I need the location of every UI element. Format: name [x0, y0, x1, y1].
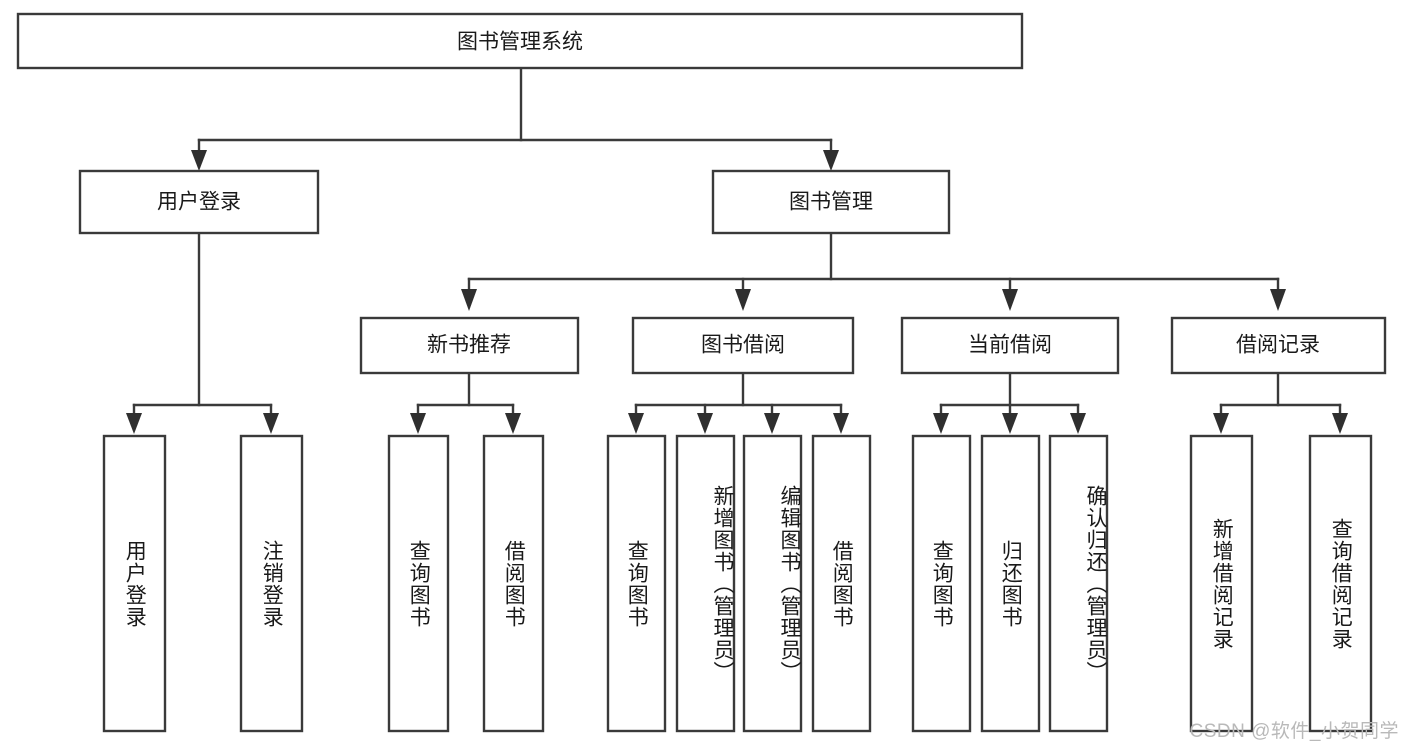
node-book-borrow-box[interactable]	[631, 316, 855, 375]
node-new-book-recommend-label: 新书推荐	[427, 334, 511, 357]
connector-current-to-leaves	[933, 371, 1086, 434]
leaf-box-query-book-current[interactable]	[911, 434, 972, 733]
node-book-management-label: 图书管理	[789, 191, 873, 214]
node-user-login-label: 用户登录	[157, 191, 241, 214]
node-new-book-recommend-box[interactable]	[359, 316, 580, 375]
leaf-box-borrow-book[interactable]	[811, 434, 872, 733]
node-book-borrow-label: 图书借阅	[701, 334, 785, 357]
connector-record-to-leaves	[1213, 371, 1348, 434]
leaf-box-query-borrow-record[interactable]	[1308, 434, 1373, 733]
watermark-text: CSDN @软件_小贺同学	[1189, 721, 1399, 742]
leaf-box-edit-book-admin[interactable]	[742, 434, 803, 733]
node-current-borrow-box[interactable]	[900, 316, 1120, 375]
leaf-box-return-book[interactable]	[980, 434, 1041, 733]
leaf-box-logout[interactable]	[239, 434, 304, 733]
node-borrow-record-label: 借阅记录	[1236, 334, 1320, 357]
connector-userlogin-to-leaves	[126, 231, 279, 434]
node-root-label: 图书管理系统	[457, 31, 583, 54]
node-user-login-box[interactable]	[78, 169, 320, 235]
connector-newbook-to-leaves	[410, 371, 521, 434]
leaf-box-add-book-admin[interactable]	[675, 434, 736, 733]
connector-borrow-to-leaves	[628, 371, 849, 434]
leaf-box-add-borrow-record[interactable]	[1189, 434, 1254, 733]
node-book-management-box[interactable]	[711, 169, 951, 235]
connector-root-to-level2	[191, 66, 839, 171]
leaf-box-user-login[interactable]	[102, 434, 167, 733]
leaf-box-query-book-borrow[interactable]	[606, 434, 667, 733]
leaf-box-borrow-book-recommend[interactable]	[482, 434, 545, 733]
node-borrow-record-box[interactable]	[1170, 316, 1387, 375]
leaf-box-confirm-return-admin[interactable]	[1048, 434, 1109, 733]
connector-bookmgmt-to-level3	[461, 231, 1286, 311]
node-current-borrow-label: 当前借阅	[968, 334, 1052, 357]
node-root-box[interactable]	[16, 12, 1024, 70]
leaf-box-query-book-recommend[interactable]	[387, 434, 450, 733]
